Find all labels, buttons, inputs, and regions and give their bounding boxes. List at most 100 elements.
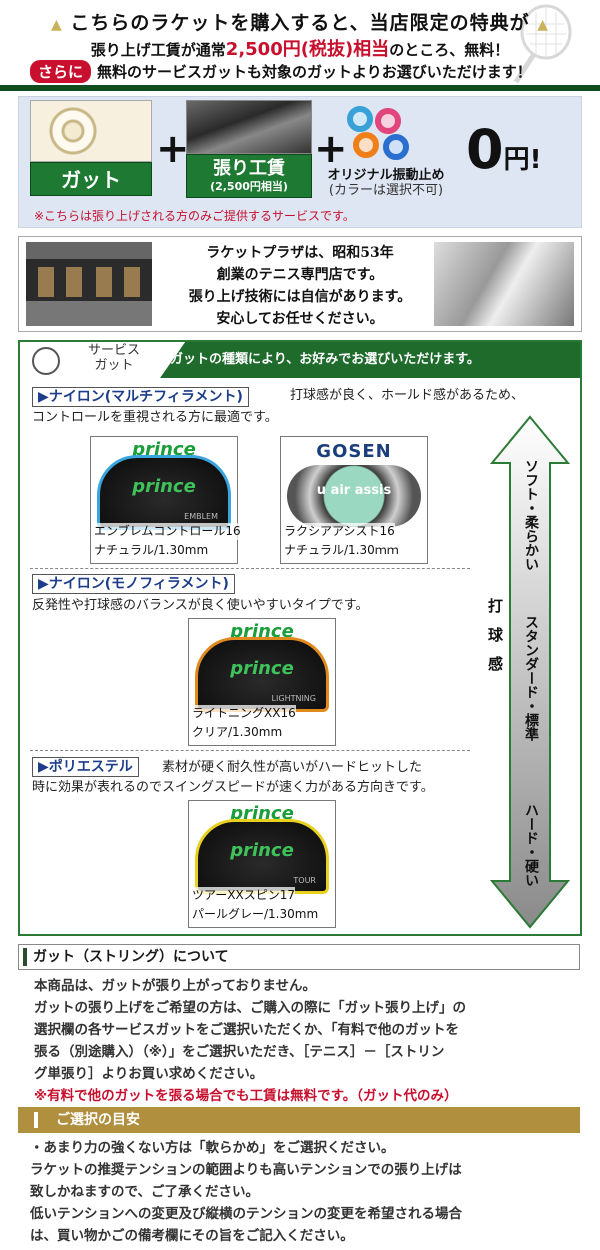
product-card[interactable]: prince prince LIGHTNING ライトニングXX16 クリア/1…	[188, 618, 336, 746]
damper-label-sub: (カラーは選択不可)	[328, 183, 444, 198]
feel-label: 打球感	[478, 598, 504, 685]
furthermore-badge: さらに	[30, 60, 92, 83]
scale-standard-label: スタンダード・標準	[523, 615, 539, 741]
about-line: 張る（別途購入）（※）」をご選択いただき、［テニス］－［ストリン	[34, 1044, 445, 1060]
header-extra-text: 無料のサービスガットも対象のガットよりお選びいただけます！	[97, 63, 532, 81]
stringing-label-title: 張り工賃	[213, 158, 285, 179]
price-unit: 円!	[503, 145, 542, 175]
product-name: ツアーXXスピン17	[192, 887, 295, 904]
product-name: ラクシアアシスト16	[284, 523, 395, 540]
plus-icon: +	[156, 126, 190, 172]
product-card[interactable]: GOSEN u air assis ラクシアアシスト16 ナチュラル/1.30ｍ…	[280, 436, 428, 564]
category-label: ポリエステル	[48, 759, 133, 775]
feel-scale-arrow	[490, 415, 570, 929]
pack-model: TOUR	[293, 876, 316, 885]
vibration-damper-image	[345, 106, 415, 164]
feel-label-text: 打球感	[486, 598, 504, 685]
category-desc: 反発性や打球感のバランスが良く使いやすいタイプです。	[32, 598, 369, 613]
play-icon: ▶	[38, 389, 49, 405]
pack-brand: prince	[132, 476, 196, 497]
guideline-line: ・あまり力の強くない方は「軟らかめ」をご選択ください。	[30, 1140, 395, 1156]
category-desc: 時に効果が表れるのでスイングスピードが速く力がある方向きです。	[32, 780, 434, 795]
tab-line: サービス	[87, 343, 140, 358]
category-label: ナイロン(モノフィラメント)	[48, 576, 229, 592]
shop-line: ラケットプラザは、昭和53年	[206, 245, 394, 261]
pack-brand: prince	[230, 840, 294, 861]
stringing-label-sub: (2,500円相当)	[210, 180, 288, 193]
shop-line: 張り上げ技術には自信があります。	[188, 289, 412, 305]
category-polyester: ▶ポリエステル	[32, 757, 139, 777]
header-subtitle-pre: 張り上げ工賃が通常	[90, 41, 226, 59]
pack-model: EMBLEM	[184, 512, 218, 521]
product-card[interactable]: prince prince TOUR ツアーXXスピン17 パールグレー/1.3…	[188, 800, 336, 928]
brand-name: prince	[230, 803, 294, 824]
header-subtitle-post: のところ、無料！	[389, 41, 510, 59]
brand-name: prince	[132, 439, 196, 460]
about-line: 選択欄の各サービスガットをご選択いただくか、「有料で他のガットを	[34, 1022, 459, 1038]
header-title: ▲ こちらのラケットを購入すると、当店限定の特典が ▲	[20, 8, 580, 35]
category-desc: 打球感が良く、ホールド感があるため、	[290, 388, 525, 403]
about-note: ※有料で他のガットを張る場合でも工賃は無料です。（ガット代のみ）	[34, 1088, 458, 1104]
offer-note: ※こちらは張り上げされる方のみご提供するサービスです。	[34, 209, 355, 223]
guideline-line: 低いテンションへの変更及び縦横のテンションの変更を希望される場合	[30, 1206, 462, 1222]
product-spec: ナチュラル/1.30mm	[94, 542, 209, 559]
brand-name: prince	[230, 621, 294, 642]
header-banner	[0, 0, 600, 88]
play-icon: ▶	[38, 576, 49, 592]
about-line: グ単張り］よりお買い求めください。	[34, 1066, 264, 1082]
product-spec: クリア/1.30mm	[192, 724, 283, 741]
pack-brand: u air assis	[316, 483, 392, 498]
guideline-line: 致しかねますので、ご了承ください。	[30, 1184, 259, 1200]
category-label: ナイロン(マルチフィラメント)	[48, 389, 243, 405]
category-multifilament: ▶ナイロン(マルチフィラメント)	[32, 387, 249, 407]
divider	[30, 568, 470, 569]
guideline-body: ・あまり力の強くない方は「軟らかめ」をご選択ください。 ラケットの推奨テンション…	[30, 1137, 572, 1247]
category-desc: 素材が硬く耐久性が高いがハードヒットした	[162, 760, 423, 775]
stringing-price: 2,500円(税抜)相当	[225, 39, 390, 60]
gut-coil-image	[30, 100, 152, 162]
category-monofilament: ▶ナイロン(モノフィラメント)	[32, 574, 235, 594]
storefront-image	[26, 242, 152, 326]
play-icon: ▶	[38, 759, 49, 775]
about-gut-body: 本商品は、ガットが張り上がっておりません。 ガットの張り上げをご希望の方は、ご購…	[34, 975, 570, 1107]
product-spec: パールグレー/1.30mm	[192, 906, 319, 923]
guideline-heading: ご選択の目安	[18, 1107, 580, 1133]
about-line: 本商品は、ガットが張り上がっておりません。	[34, 978, 317, 994]
service-gut-tab-text: サービス ガット	[74, 343, 154, 373]
header-divider	[0, 85, 600, 91]
about-gut-heading: ガット（ストリング）について	[18, 944, 580, 970]
triangle-icon: ▲	[50, 17, 63, 33]
about-line: ガットの張り上げをご希望の方は、ご購入の際に「ガット張り上げ」の	[34, 1000, 466, 1016]
damper-label: オリジナル振動止め (カラーは選択不可)	[316, 168, 456, 198]
header-extra: さらに無料のサービスガットも対象のガットよりお選びいただけます！	[30, 60, 532, 83]
guideline-line: は、買い物かごの備考欄にその旨をご記入ください。	[30, 1228, 354, 1244]
guideline-line: ラケットの推奨テンションの範囲よりも高いテンションでの張り上げは	[30, 1162, 462, 1178]
gut-loop-icon	[32, 347, 60, 375]
stringing-work-image	[434, 242, 574, 326]
header-title-text: こちらのラケットを購入すると、当店限定の特典が	[70, 12, 530, 34]
pack-model: LIGHTNING	[271, 694, 316, 703]
shop-line: 創業のテニス専門店です。	[216, 267, 384, 283]
price-zero: 0	[466, 118, 504, 181]
scale-hard-label: ハード・硬い	[523, 803, 539, 887]
brand-name: GOSEN	[316, 441, 392, 462]
header-subtitle: 張り上げ工賃が通常2,500円(税抜)相当のところ、無料！	[0, 35, 600, 61]
divider	[30, 750, 470, 751]
scale-soft-label: ソフト・柔らかい	[523, 459, 539, 571]
racket-icon	[513, 4, 572, 84]
product-spec: ナチュラル/1.30ｍｍ	[284, 542, 399, 559]
gut-label: ガット	[30, 162, 152, 196]
product-card[interactable]: prince prince EMBLEM エンブレムコントロール16 ナチュラル…	[90, 436, 241, 564]
damper-label-title: オリジナル振動止め	[327, 168, 445, 183]
stringing-machine-image	[186, 100, 312, 154]
shop-line: 安心してお任せください。	[216, 311, 384, 327]
category-desc: コントロールを重視される方に最適です。	[32, 410, 278, 425]
product-name: ライトニングXX16	[192, 705, 296, 722]
tab-line: ガット	[94, 358, 134, 373]
triangle-icon: ▲	[537, 17, 550, 33]
product-name: エンブレムコントロール16	[94, 523, 241, 540]
shop-intro-text: ラケットプラザは、昭和53年 創業のテニス専門店です。 張り上げ技術には自信があ…	[160, 242, 440, 330]
pack-brand: prince	[230, 658, 294, 679]
free-price: 0円!	[466, 120, 541, 190]
plus-icon: +	[314, 126, 348, 172]
